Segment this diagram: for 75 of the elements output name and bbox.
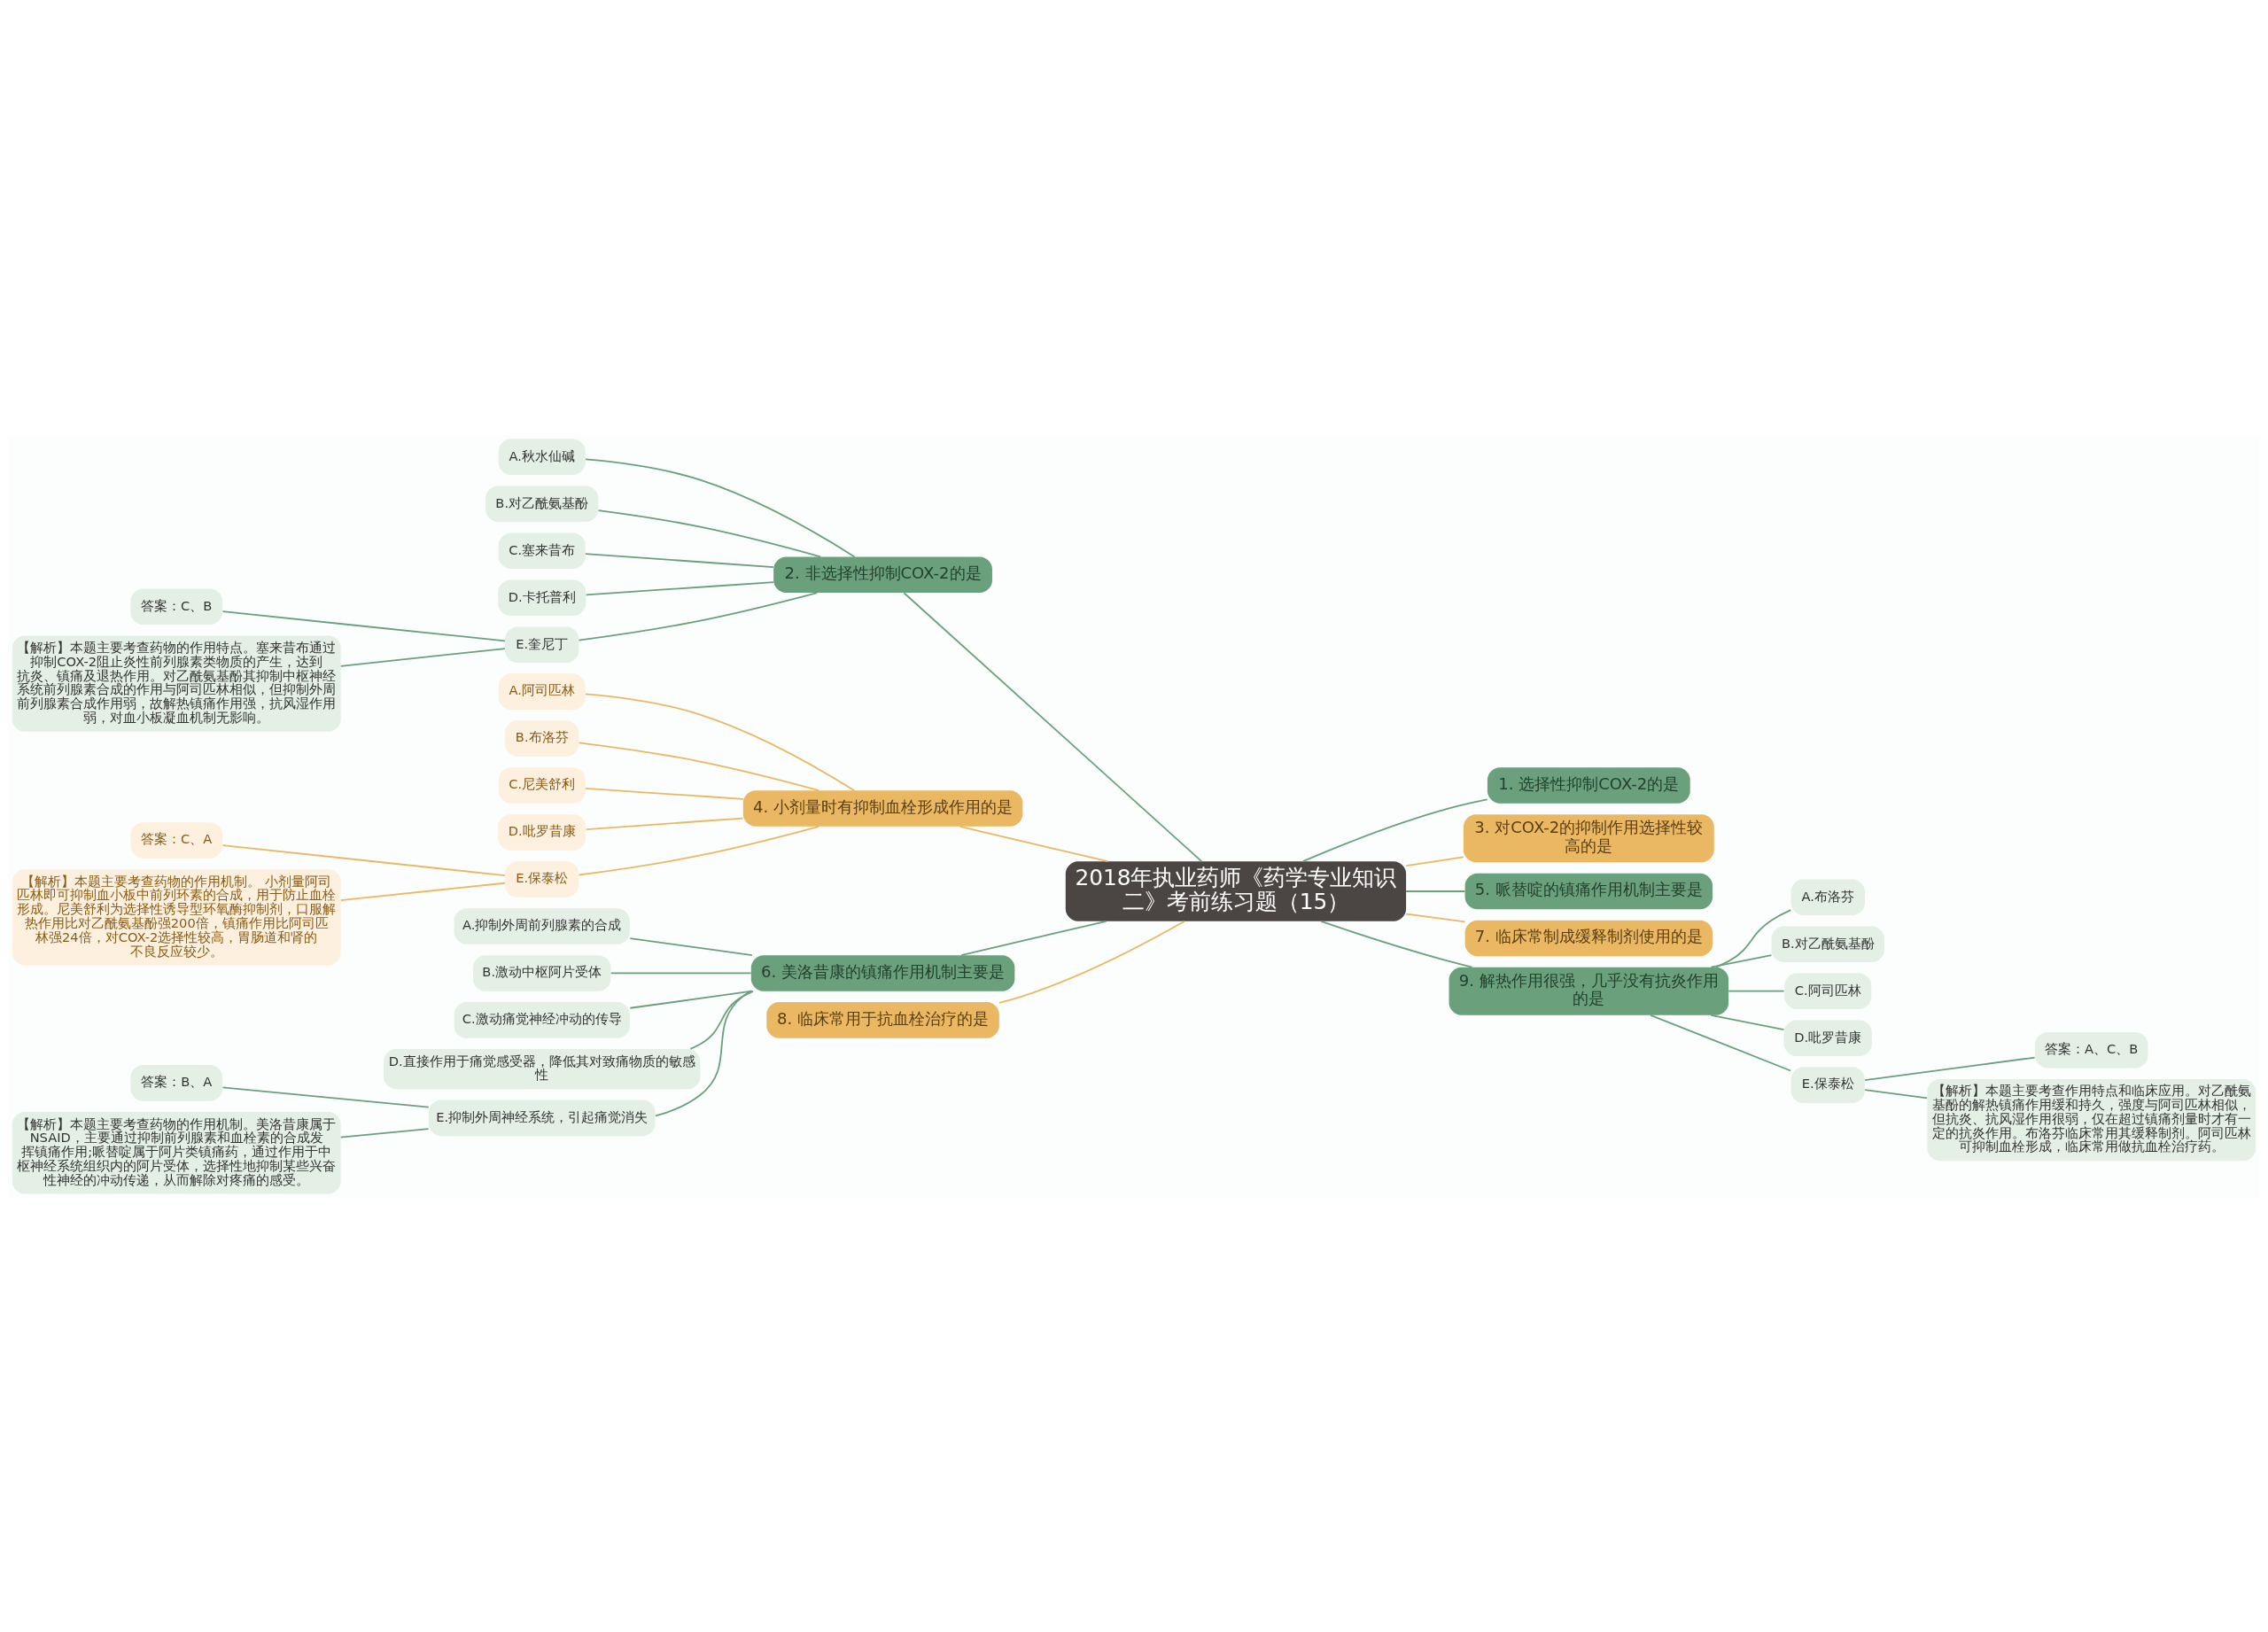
connector [339,647,506,667]
connector [903,591,1203,862]
connector [221,610,506,641]
node-box: D.吡罗昔康 [498,813,586,851]
connector [585,817,744,830]
connector [578,591,819,641]
node-box: 9. 解热作用很强，几乎没有抗炎作用的是 [1449,967,1729,1015]
node-box: C.激动痛觉神经冲动的传导 [454,1001,630,1038]
connector [1405,856,1464,867]
connector [1650,1014,1792,1071]
node-box: E.抑制外周神经系统，引起痛觉消失 [428,1100,656,1136]
connector [339,882,506,901]
node-box: 7. 临床常制成缓释制剂使用的是 [1464,920,1713,956]
node-box: A.阿司匹林 [498,672,586,710]
connector [1320,920,1473,968]
connector [585,692,856,791]
node-box: 2. 非选择性抑制COX-2的是 [773,556,992,593]
connector [1728,990,1785,992]
node-box: 5. 哌替啶的镇痛作用机制主要是 [1464,873,1713,909]
connector [578,741,820,791]
node-box: D.直接作用于痛觉感受器，降低其对致痛物质的敏感性 [384,1048,701,1089]
node-box: 【解析】本题主要考查药物的作用机制。 小剂量阿司匹林即可抑制血小板中前列环素的合成，用于防止血栓形成。尼美舒利为选择性诱导型环氧酶抑制剂，口服解热作用比对乙酰氨基酚强200倍，镇痛作用比阿司匹林强24倍，对COX-2选择性较高，胃肠道和肾的不良反应较少。 [12,868,341,965]
connector [585,580,774,595]
connector [1864,1088,1929,1099]
node-box: E.奎尼丁 [505,626,579,663]
connector [959,825,1109,862]
node-box: 3. 对COX-2的抑制作用选择性较高的是 [1463,813,1714,862]
connector [1715,908,1792,968]
node-box: D.吡罗昔康 [1783,1019,1872,1056]
connector [655,989,752,1116]
node-box: 2018年执业药师《药学专业知识二》考前练习题（15） [1065,860,1407,921]
node-box: B.激动中枢阿片受体 [472,954,611,991]
node-box: D.卡托普利 [498,579,586,616]
node-box: C.阿司匹林 [1784,972,1872,1009]
node-box: 【解析】本题主要考查药物的作用特点。塞来昔布通过抑制COX-2阻止炎性前列腺素类物质的产生，达到抗炎、镇痛及退热作用。对乙酰氨基酚其抑制中枢神经系统前列腺素合成的作用与阿司匹林相似，但抑制外周前列腺素合成作用弱，故解热镇痛作用强，抗风湿作用弱，对血小板凝血机制无影响。 [12,635,341,732]
connector [585,787,744,800]
connector [221,843,506,876]
node-box: 【解析】本题主要考查作用特点和临床应用。对乙酰氨基酚的解热镇痛作用缓和持久，强度与阿司匹林相似，但抗炎、抗风湿作用很弱，仅在超过镇痛剂量时才有一定的抗炎作用。布洛芬临床常用其缓释制剂。阿司匹林可抑制血栓形成，临床常用做抗血栓治疗药。 [1927,1078,2256,1161]
node-box: A.布洛芬 [1790,879,1865,915]
connector [689,990,754,1050]
connector [610,972,752,974]
node-box: B.布洛芬 [505,719,579,757]
connector [339,1127,430,1138]
node-box: E.保泰松 [505,860,579,898]
connector [629,990,753,1009]
connector [221,1085,430,1108]
connector [1405,890,1466,892]
connector [998,920,1185,1004]
node-box: 1. 选择性抑制COX-2的是 [1487,766,1690,804]
connector [1864,1056,2036,1081]
node-box: 4. 小剂量时有抑制血栓形成作用的是 [742,789,1023,827]
connector [1710,1014,1785,1030]
connector [585,552,774,568]
connector [597,509,821,557]
connector [1710,953,1773,968]
node-box: 答案：C、A [130,821,223,859]
node-box: E.保泰松 [1790,1066,1865,1103]
connector [629,936,753,956]
node-box: 【解析】本题主要考查药物的作用机制。美洛昔康属于NSAID，主要通过抑制前列腺素和血栓素的合成发挥镇痛作用;哌替啶属于阿片类镇痛药，通过作用于中枢神经系统组织内的阿片受体，选择性地抑制某些兴奋性神经的冲动传递，从而解除对疼痛的感受。 [12,1111,341,1193]
node-box: 答案：B、A [130,1064,223,1101]
node-box: 答案：A、C、B [2035,1031,2148,1068]
node-box: C.尼美舒利 [498,766,586,804]
node-box: C.塞来昔布 [498,532,586,569]
node-box: B.对乙酰氨基酚 [1771,925,1884,962]
node-box: 6. 美洛昔康的镇痛作用机制主要是 [750,954,1015,991]
connector [585,458,856,557]
node-box: A.秋水仙碱 [498,439,586,475]
connector [1405,913,1466,922]
node-box: 答案：C、B [130,588,223,625]
node-box: 8. 临床常用于抗血栓治疗的是 [766,1001,999,1038]
node-box: A.抑制外周前列腺素的合成 [454,907,630,944]
node-box: B.对乙酰氨基酚 [485,486,599,522]
connector [578,825,820,875]
connector [1301,798,1488,862]
connector [960,920,1107,956]
